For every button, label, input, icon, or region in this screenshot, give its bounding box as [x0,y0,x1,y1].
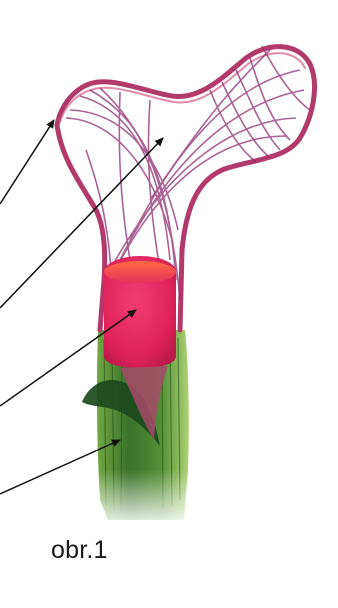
epiphysis-outline [57,47,315,330]
figure-caption: obr.1 [51,536,108,565]
arrow-1 [0,120,54,204]
